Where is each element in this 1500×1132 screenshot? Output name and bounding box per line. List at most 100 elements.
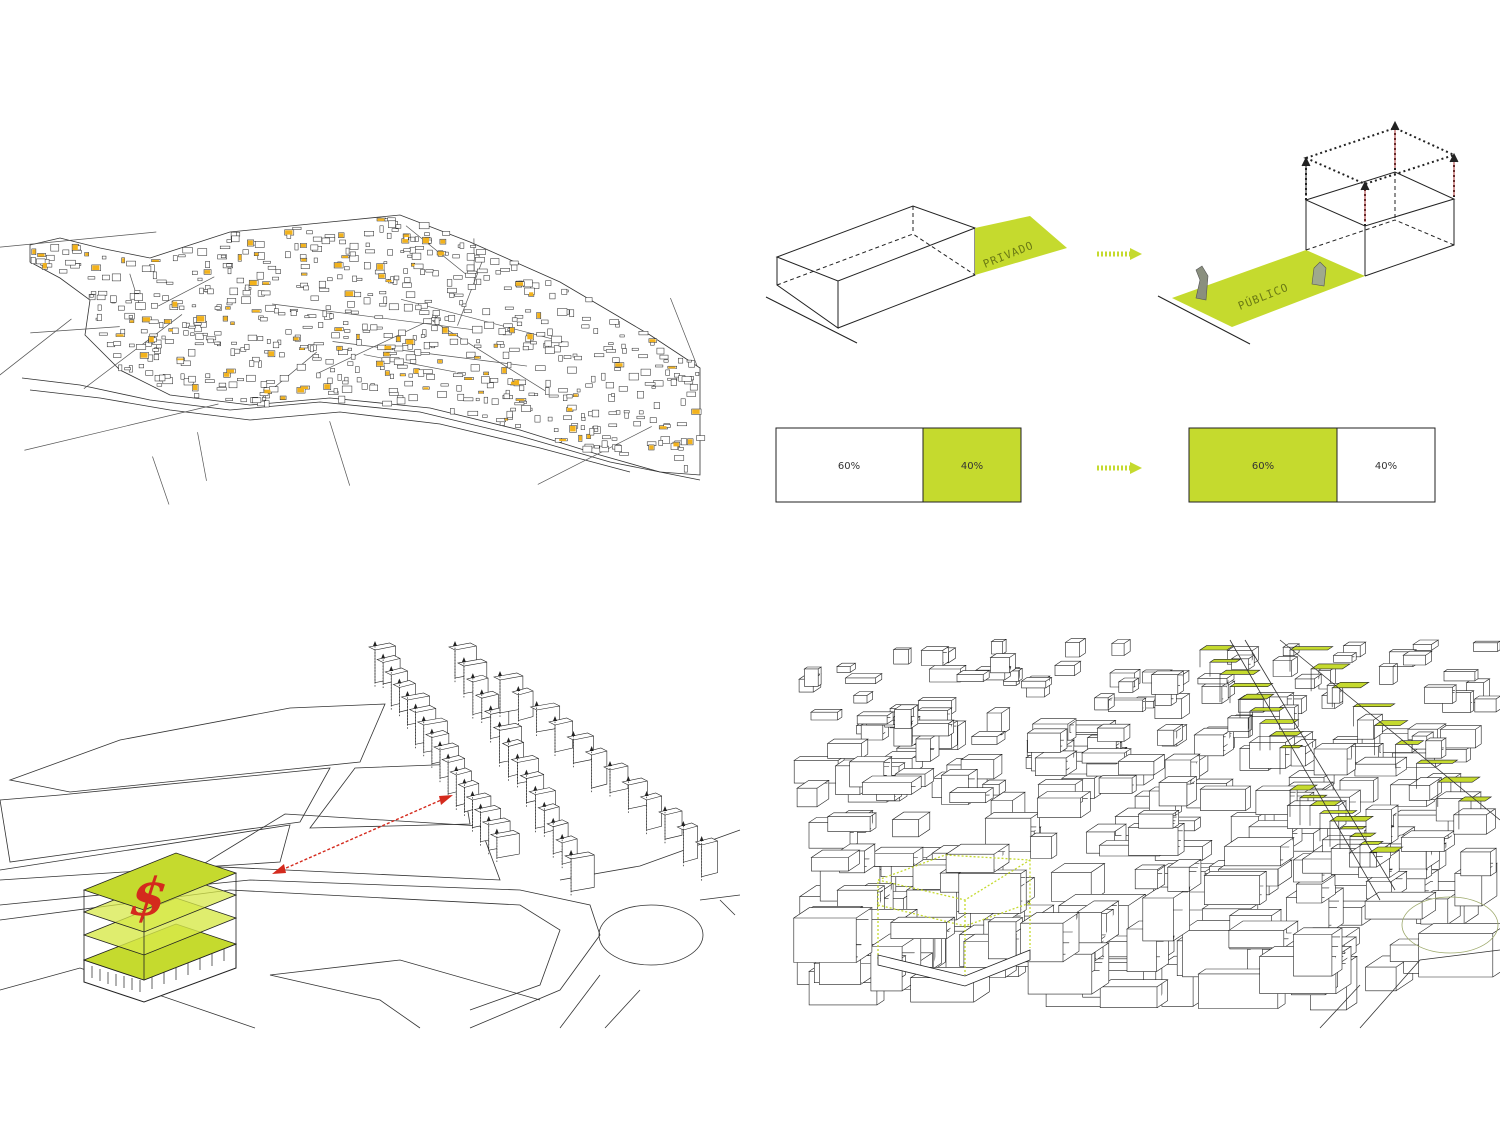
building-block	[447, 287, 457, 294]
building-block	[496, 341, 504, 345]
building-block	[495, 270, 501, 275]
highlighted-building	[224, 372, 230, 377]
building-block	[316, 372, 321, 379]
building-block	[229, 287, 238, 296]
building-block	[558, 355, 563, 362]
building-block	[502, 351, 510, 359]
building-block	[514, 402, 525, 406]
highlighted-building	[377, 218, 385, 221]
building-block	[356, 339, 362, 346]
building-block	[614, 367, 621, 371]
highlighted-building	[238, 254, 242, 261]
building-block	[683, 465, 688, 473]
context-building	[893, 704, 919, 729]
building-block	[46, 254, 55, 261]
building-block	[328, 390, 339, 395]
context-building	[1117, 754, 1166, 776]
context-blocks	[792, 638, 1500, 1011]
building-block	[507, 361, 512, 369]
arrowhead	[681, 821, 686, 826]
building-block	[365, 249, 375, 254]
arrowhead	[429, 728, 434, 734]
building-block	[140, 329, 148, 334]
building-block	[331, 332, 340, 339]
building-block	[344, 309, 352, 313]
highlighted-building	[204, 270, 211, 274]
row-building	[564, 851, 595, 892]
building-block	[404, 277, 411, 283]
building-block	[472, 325, 483, 334]
highlighted-building	[169, 329, 173, 332]
context-building	[861, 775, 923, 795]
building-block	[521, 405, 531, 412]
building-block	[593, 428, 599, 432]
building-block	[420, 352, 430, 355]
building-block	[269, 386, 279, 393]
building-block	[194, 325, 202, 333]
building-block	[138, 364, 144, 369]
building-block	[491, 398, 499, 405]
arrowhead	[560, 833, 565, 839]
arrowhead	[534, 701, 539, 706]
building-block	[448, 315, 456, 322]
arrowhead	[421, 716, 426, 721]
ratio-bar-after: 60% 40%	[1188, 427, 1436, 503]
building-block	[541, 319, 549, 325]
building-block	[259, 392, 269, 396]
building-block	[279, 375, 289, 382]
building-block	[369, 384, 378, 391]
highlighted-building	[130, 320, 134, 323]
arrowhead	[454, 766, 459, 771]
street-edge-after	[1157, 295, 1251, 345]
building-block	[96, 313, 102, 321]
building-block	[535, 365, 546, 371]
street-line	[405, 225, 468, 276]
building-block	[145, 370, 154, 376]
building-block	[162, 295, 169, 301]
building-block	[294, 243, 299, 251]
building-block	[640, 368, 651, 376]
highlighted-building	[249, 280, 257, 286]
highlighted-building	[479, 391, 484, 394]
building-block	[286, 233, 292, 239]
context-building	[856, 711, 895, 725]
arrowhead	[488, 705, 493, 711]
building-block	[312, 236, 322, 242]
arrowhead	[486, 816, 491, 821]
building-block	[424, 232, 430, 236]
arrowhead	[470, 791, 475, 796]
context-building	[1054, 660, 1082, 676]
highlighted-building	[384, 345, 392, 350]
context-building	[1402, 650, 1433, 666]
building-block	[403, 248, 411, 252]
context-building	[844, 673, 883, 684]
building-block	[374, 269, 385, 275]
highlighted-building	[377, 264, 384, 270]
arrowhead	[551, 817, 556, 823]
ratio-before-white-value: 60%	[838, 461, 860, 472]
building-block	[322, 310, 327, 318]
building-block	[226, 239, 232, 243]
building-block	[350, 353, 356, 360]
context-building	[1226, 715, 1253, 732]
context-building	[1423, 684, 1458, 704]
building-block	[680, 438, 687, 446]
building-block	[547, 416, 553, 422]
building-block	[172, 255, 178, 262]
context-building	[989, 653, 1017, 674]
building-block	[678, 357, 684, 364]
highlighted-building	[692, 409, 700, 414]
building-block	[476, 278, 482, 285]
building-block	[46, 263, 53, 268]
building-block	[236, 277, 244, 284]
building-block	[254, 241, 265, 248]
context-building	[1364, 955, 1414, 992]
context-building	[1141, 886, 1191, 942]
highlighted-building	[411, 263, 415, 267]
highlighted-building	[423, 387, 429, 390]
building-block	[601, 440, 608, 448]
building-block	[440, 383, 449, 387]
arrowhead	[389, 666, 394, 671]
building-block	[62, 249, 70, 255]
highlighted-building	[42, 263, 47, 269]
